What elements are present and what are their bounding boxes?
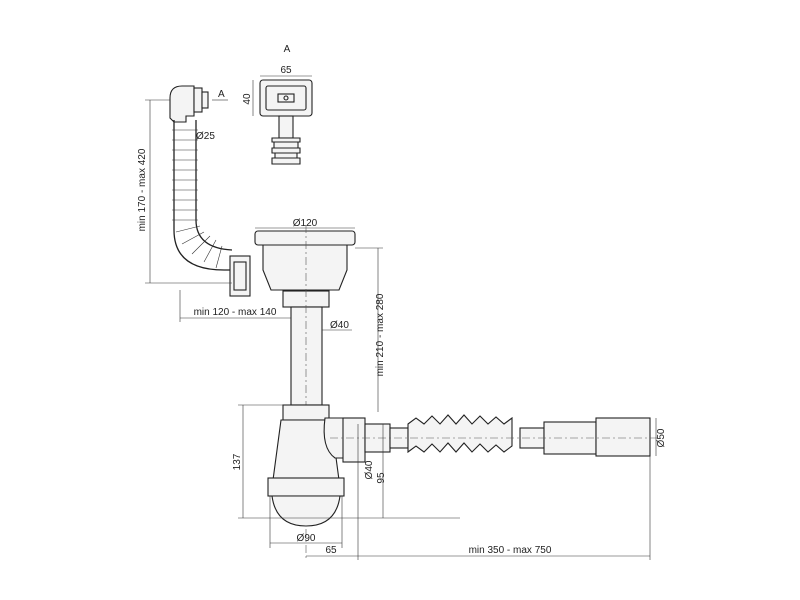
overflow-hose-length-label: min 170 - max 420 bbox=[137, 148, 148, 231]
outlet-offset-label: 65 bbox=[325, 545, 337, 556]
hose-end-diameter-label: Ø50 bbox=[656, 428, 667, 447]
sink-strainer-and-pipe: Ø120 min 120 - max 140 Ø40 min 210 - max… bbox=[179, 218, 386, 560]
overflow-offset-label: min 120 - max 140 bbox=[194, 307, 277, 318]
drain-hose-length-label: min 350 - max 750 bbox=[469, 545, 552, 556]
cup-diameter-label: Ø90 bbox=[297, 533, 316, 544]
outlet-height-label: 95 bbox=[376, 472, 387, 484]
strainer-diameter-label: Ø120 bbox=[293, 218, 318, 229]
outlet-diameter-label: Ø40 bbox=[364, 460, 375, 479]
drain-outlet-hose: Ø50 Ø40 95 65 min 350 - max 750 bbox=[306, 414, 667, 560]
view-label: A bbox=[284, 44, 291, 55]
detail-height-label: 40 bbox=[242, 93, 253, 105]
section-marker: A bbox=[218, 89, 225, 100]
detail-width-label: 65 bbox=[280, 65, 292, 76]
pipe-length-label: min 210 - max 280 bbox=[375, 293, 386, 376]
overflow-assembly: A Ø25 min 170 - max 420 bbox=[137, 85, 251, 297]
bottle-trap: 137 Ø90 bbox=[232, 404, 460, 548]
pipe-diameter-label: Ø40 bbox=[330, 320, 349, 331]
overflow-diameter-label: Ø25 bbox=[196, 131, 215, 142]
trap-height-label: 137 bbox=[232, 453, 243, 470]
detail-a-overflow-grille: A 65 40 bbox=[242, 44, 313, 165]
